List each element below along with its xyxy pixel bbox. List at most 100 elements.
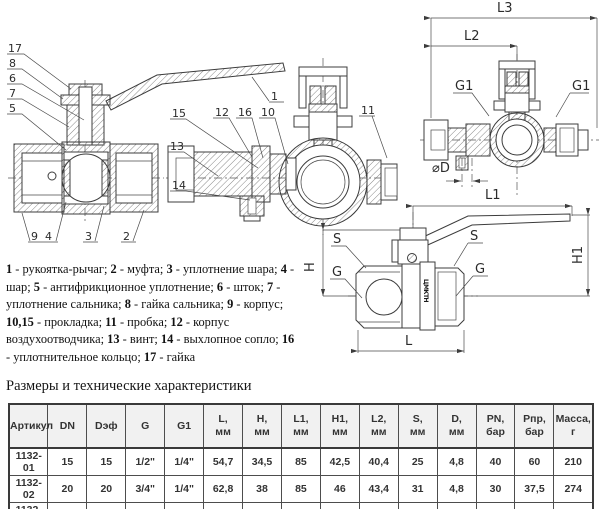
callout-15: 15 xyxy=(170,107,259,169)
table-cell: 40 xyxy=(475,447,516,476)
callout-3: 3 xyxy=(83,205,105,243)
handle-lever xyxy=(403,213,571,254)
callout-13: 13 xyxy=(168,140,219,177)
drain-collar xyxy=(447,127,467,153)
table-cell: 274 xyxy=(553,475,594,503)
legend-part-number: 16 xyxy=(281,332,295,347)
dim-label: G xyxy=(332,265,342,280)
ball-seat xyxy=(63,159,71,197)
column-header: DN xyxy=(47,403,88,449)
table-cell: 30 xyxy=(475,475,516,503)
drawing-front-view-dims: L3 L2 G1 G1 ⌀D L1 xyxy=(406,1,599,240)
callout-10: 10 xyxy=(259,106,289,165)
table-cell: 38 xyxy=(397,502,438,509)
table-cell: 31 xyxy=(397,475,438,503)
ball-chamber xyxy=(63,151,109,205)
dim-label: ⌀D xyxy=(432,161,450,176)
airvent-float xyxy=(324,85,337,105)
table-cell: 37,5 xyxy=(514,502,555,509)
legend-part-number: 13 xyxy=(107,332,120,347)
ball-seat xyxy=(101,159,109,197)
plug-face xyxy=(384,167,398,197)
right-hex xyxy=(366,159,382,205)
table-cell: 1132-03 xyxy=(8,502,49,509)
airvent-float xyxy=(309,85,322,105)
airvent-arm xyxy=(498,68,506,100)
drain-union xyxy=(193,151,253,197)
stem-nut xyxy=(399,227,427,241)
column-header: Dэф xyxy=(86,403,127,449)
column-header: H,мм xyxy=(242,403,282,449)
table-cell: 47,1 xyxy=(358,502,399,509)
dim-label: S xyxy=(470,229,478,244)
stem xyxy=(78,86,93,146)
dim-label: G1 xyxy=(455,79,473,94)
plug-end xyxy=(577,129,589,151)
table-cell: 1/4" xyxy=(164,475,205,503)
callout-label: 9 xyxy=(31,230,38,243)
callout-2: 2 xyxy=(121,209,145,243)
column-header: S,мм xyxy=(397,403,438,449)
column-header: L,мм xyxy=(203,403,244,449)
callout-label: 3 xyxy=(85,230,92,243)
drain-union xyxy=(465,123,491,157)
airvent-cap xyxy=(498,60,536,70)
dim-L1: L1 xyxy=(406,188,573,240)
callout-label: 11 xyxy=(361,104,375,117)
dim-label: G1 xyxy=(572,79,590,94)
legend-part-number: 4 xyxy=(280,262,287,276)
airvent-arm xyxy=(528,68,536,100)
dim-label: H1 xyxy=(571,246,586,264)
table-cell: 4,8 xyxy=(436,502,477,509)
drain-seat xyxy=(285,157,297,191)
dim-H: H xyxy=(303,223,400,297)
drawing-side-view-airvent: 15 12 16 10 13 14 11 xyxy=(166,58,398,235)
airvent-flange xyxy=(293,115,310,128)
callout-label: 5 xyxy=(9,102,16,115)
dim-label: L2 xyxy=(464,29,480,44)
callout-14: 14 xyxy=(170,179,251,201)
parts-legend: 1 - рукоятка-рычаг; 2 - муфта; 3 - уплот… xyxy=(6,262,295,365)
table-cell: 1/4" xyxy=(164,447,205,476)
brand-mark: ЦМКТН xyxy=(422,279,429,303)
column-header: Рпр,бар xyxy=(514,403,555,449)
table-cell: 1132-02 xyxy=(8,475,49,503)
callout-label: 1 xyxy=(271,90,278,103)
legend-part-number: 11 xyxy=(105,314,117,329)
table-cell: 1/4" xyxy=(164,502,205,509)
airvent-seal xyxy=(504,85,530,94)
table-cell: 210 xyxy=(553,447,594,476)
dim-L3: L3 xyxy=(424,1,598,128)
table-cell: 105,7 xyxy=(280,502,321,509)
column-header: L1,мм xyxy=(280,403,321,449)
callout-label: 7 xyxy=(9,87,16,100)
table-cell: 40,4 xyxy=(358,447,399,476)
callout-5: 5 xyxy=(7,102,67,151)
dim-L: L xyxy=(351,330,465,354)
table-cell: 34,5 xyxy=(242,447,282,476)
callout-1: 1 xyxy=(251,76,284,103)
legend-part-number: 5 xyxy=(33,279,40,294)
table-cell: 1132-01 xyxy=(8,447,49,476)
airvent-flange xyxy=(493,100,506,111)
dim-L2: L2 xyxy=(424,29,518,60)
legend-part-number: 14 xyxy=(160,332,174,347)
airvent-cap xyxy=(298,66,348,77)
airvent-arm xyxy=(339,75,348,109)
table-cell: 1" xyxy=(125,502,166,509)
dim-H1: H1 xyxy=(464,208,591,297)
legend-part-number: 2 xyxy=(110,262,117,276)
table-cell: 37,5 xyxy=(514,475,555,503)
airvent-seal xyxy=(308,103,338,113)
column-header: Артикул xyxy=(8,403,53,449)
callout-label: 2 xyxy=(123,230,130,243)
callout-label: 12 xyxy=(215,106,229,119)
dim-G1-left: G1 xyxy=(453,79,490,117)
callout-9: 9 xyxy=(21,212,58,243)
airvent-flange xyxy=(528,100,541,111)
dim-G1-right: G1 xyxy=(555,79,590,118)
table-cell: 25 xyxy=(47,502,88,509)
callout-label: 6 xyxy=(9,72,16,85)
